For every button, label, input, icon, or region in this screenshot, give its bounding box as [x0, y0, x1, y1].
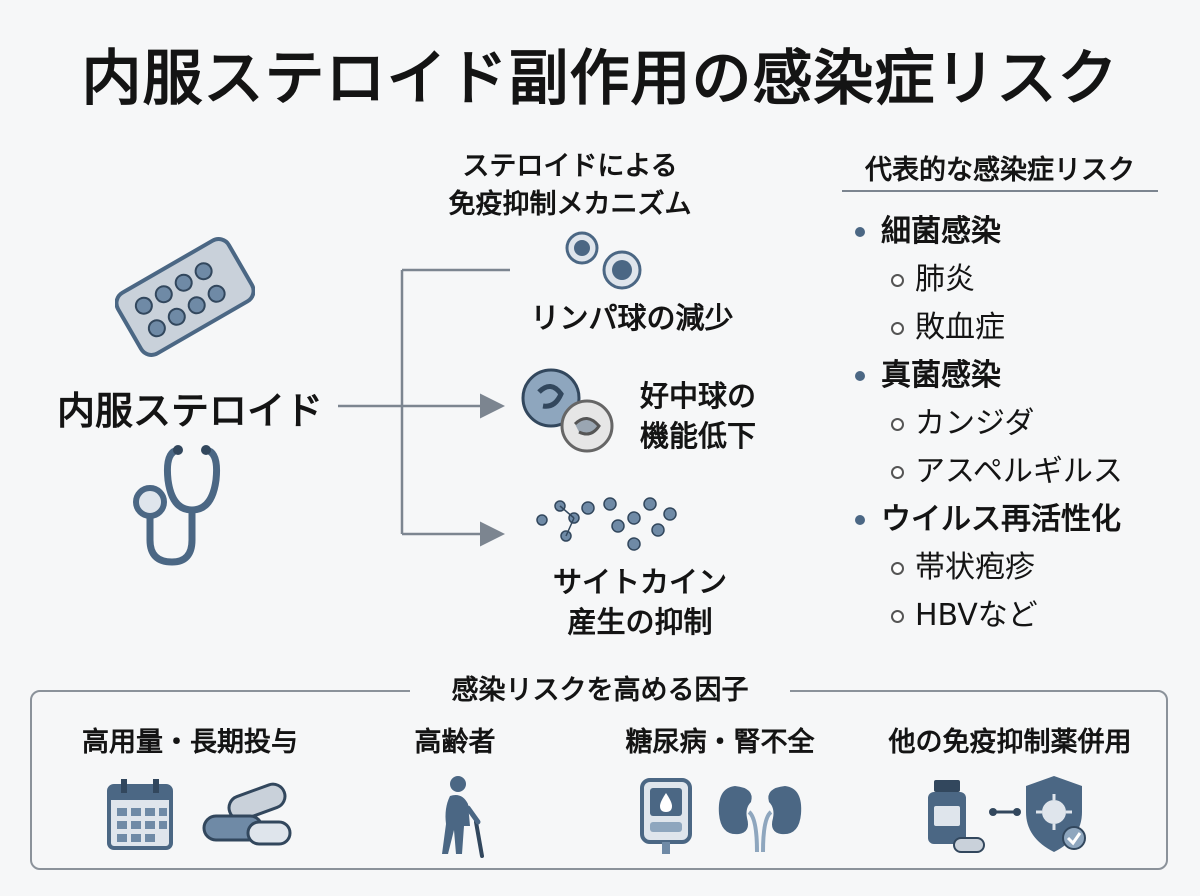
- neutrophil-line1: 好中球の: [639, 379, 756, 413]
- risk-category-bacterial: 細菌感染: [855, 208, 1185, 256]
- cytokines-icon: [536, 497, 677, 551]
- cytokine-line1: サイトカイン: [552, 565, 727, 599]
- capsules-icon: [202, 782, 292, 846]
- link-connector-icon: [989, 808, 1021, 816]
- cytokine-line2: 産生の抑制: [567, 605, 713, 639]
- risk-item: アスペルギルス: [855, 448, 1185, 496]
- risk-title-divider: [842, 190, 1158, 192]
- factor-label: 糖尿病・腎不全: [625, 727, 815, 758]
- factor-elderly: 高齢者: [390, 720, 520, 759]
- mechanism-item-cytokine: サイトカイン 産生の抑制: [530, 562, 750, 642]
- mechanism-item-neutrophil: 好中球の 機能低下: [628, 376, 768, 456]
- factor-diabetes-renal: 糖尿病・腎不全: [590, 720, 850, 759]
- risk-category-viral: ウイルス再活性化: [855, 496, 1185, 544]
- stethoscope-icon: [133, 445, 220, 566]
- factor-label: 高用量・長期投与: [82, 727, 298, 758]
- factor-label: 高齢者: [414, 727, 496, 758]
- elderly-person-icon: [442, 776, 484, 858]
- oral-steroid-label: 内服ステロイド: [56, 389, 323, 433]
- mechanism-item-lymphocyte: リンパ球の減少: [530, 301, 734, 335]
- factor-immunosuppressants: 他の免疫抑制薬併用: [860, 720, 1160, 759]
- risk-list: 細菌感染 肺炎 敗血症 真菌感染 カンジダ アスペルギルス ウイルス再活性化 帯…: [855, 208, 1185, 640]
- calendar-icon: [107, 779, 173, 850]
- lymphocytes-icon: [565, 231, 642, 290]
- risk-title: 代表的な感染症リスク: [865, 155, 1135, 186]
- risk-category-fungal: 真菌感染: [855, 352, 1185, 400]
- mechanism-title-line2: 免疫抑制メカニズム: [448, 189, 692, 220]
- mechanism-title-line1: ステロイドによる: [462, 151, 678, 182]
- risk-item: カンジダ: [855, 400, 1185, 448]
- medicine-bottle-icon: [928, 780, 985, 853]
- neutrophil-line2: 機能低下: [639, 419, 756, 453]
- glucose-meter-icon: [640, 778, 692, 854]
- shield-virus-icon: [1026, 776, 1086, 852]
- neutrophils-icon: [521, 368, 614, 453]
- risk-item: 敗血症: [855, 304, 1185, 352]
- mechanism-title: ステロイドによる 免疫抑制メカニズム: [400, 148, 740, 224]
- page-title: 内服ステロイド副作用の感染症リスク: [81, 44, 1119, 114]
- factor-high-dose: 高用量・長期投与: [55, 720, 325, 759]
- risk-factors-title: 感染リスクを高める因子: [410, 672, 790, 710]
- risk-item: 肺炎: [855, 256, 1185, 304]
- kidneys-icon: [718, 786, 802, 853]
- risk-item: 帯状疱疹: [855, 544, 1185, 592]
- pill-blister-pack-icon: [115, 237, 255, 357]
- factor-label: 他の免疫抑制薬併用: [888, 727, 1132, 758]
- risk-item: HBVなど: [855, 592, 1185, 640]
